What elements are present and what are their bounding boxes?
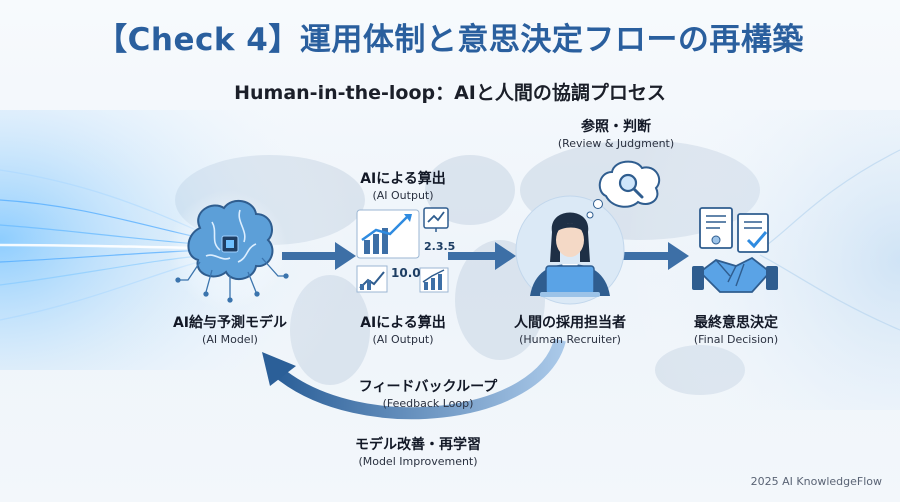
thought-bubble-icon — [586, 160, 661, 219]
output-charts-icon — [356, 207, 449, 293]
review-label-group: 参照・判断 (Review & Judgment) — [516, 118, 716, 151]
node-ai-output-top-label: AIによる算出 — [360, 171, 446, 187]
node-decision-sublabel: (Final Decision) — [693, 333, 779, 346]
node-ai-output: AIによる算出 (AI Output) — [303, 314, 503, 347]
feedback-label: フィードバックループ — [358, 379, 498, 395]
review-label: 参照・判断 — [581, 119, 651, 135]
node-ai-model: AI給与予測モデル (AI Model) — [130, 314, 330, 347]
output-value-b: 10.0 — [391, 266, 421, 280]
improvement-label: モデル改善・再学習 — [355, 437, 481, 453]
node-decision-label: 最終意思決定 — [694, 315, 778, 331]
arrow-recruiter-to-decision — [622, 242, 689, 270]
output-value-a: 2.3.5 — [424, 240, 456, 253]
page-subtitle: Human-in-the-loop：AIと人間の協調プロセス — [234, 82, 666, 104]
improvement-label-group: モデル改善・再学習 (Model Improvement) — [318, 436, 518, 469]
node-ai-model-label: AI給与予測モデル — [172, 315, 288, 331]
node-ai-output-label: AIによる算出 — [360, 315, 446, 331]
brain-icon — [168, 190, 289, 310]
node-recruiter-label: 人間の採用担当者 — [514, 315, 626, 331]
recruiter-icon — [515, 195, 625, 305]
node-ai-output-top-sublabel: (AI Output) — [372, 189, 434, 202]
node-decision: 最終意思決定 (Final Decision) — [636, 314, 836, 347]
feedback-sublabel: (Feedback Loop) — [382, 397, 474, 410]
arrow-model-to-output — [282, 242, 356, 270]
footer-credit: 2025 AI KnowledgeFlow — [750, 475, 882, 488]
feedback-loop-arrow — [262, 338, 566, 420]
decision-icon — [692, 207, 778, 293]
node-ai-output-sublabel: (AI Output) — [372, 333, 434, 346]
review-sublabel: (Review & Judgment) — [557, 137, 675, 150]
arrow-output-to-recruiter — [448, 242, 516, 270]
improvement-sublabel: (Model Improvement) — [358, 455, 478, 468]
node-ai-output-top: AIによる算出 (AI Output) — [303, 170, 503, 203]
node-ai-model-sublabel: (AI Model) — [202, 333, 258, 346]
flow-arrows — [282, 242, 689, 270]
node-recruiter-sublabel: (Human Recruiter) — [519, 333, 621, 346]
feedback-label-group: フィードバックループ (Feedback Loop) — [328, 378, 528, 411]
page-title: 【Check 4】運用体制と意思決定フローの再構築 — [96, 22, 804, 58]
node-recruiter: 人間の採用担当者 (Human Recruiter) — [470, 314, 670, 347]
